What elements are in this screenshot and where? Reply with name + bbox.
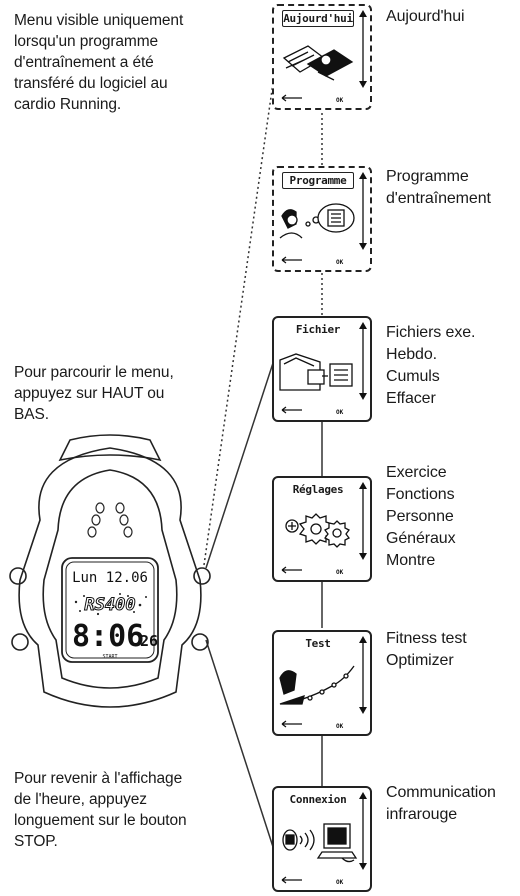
watch-illustration: Lun 12.06 RS400 8:06 26 START <box>9 434 211 708</box>
watch-seconds: 26 <box>140 632 158 650</box>
screen-footer: OK <box>281 876 344 886</box>
svg-text:OK: OK <box>336 259 344 266</box>
svg-text:OK: OK <box>336 879 344 886</box>
file-icon <box>279 353 353 391</box>
screen-title: Connexion <box>289 793 347 806</box>
menu-screen-today[interactable]: Aujourd'hui OK <box>272 4 372 110</box>
screen-title: Réglages <box>292 483 344 496</box>
menu-description-file: Fichiers exe. Hebdo. Cumuls Effacer <box>386 324 476 407</box>
up-down-arrow-icon <box>359 322 367 400</box>
infrared-connection-icon <box>282 823 358 863</box>
training-program-icon <box>279 203 355 239</box>
watch-time: 8:06 <box>72 619 144 654</box>
screen-footer: OK <box>281 566 344 576</box>
menu-description-program: Programme d'entraînement <box>386 168 491 207</box>
menu-screen-settings[interactable]: Réglages OK <box>272 476 372 582</box>
screen-title: Test <box>305 637 331 650</box>
fitness-test-icon <box>279 665 355 705</box>
watch-model: RS400 <box>84 595 135 615</box>
watch-start-label: START <box>102 654 117 660</box>
up-down-arrow-icon <box>359 636 367 714</box>
menu-description-connection: Communication infrarouge <box>386 784 496 823</box>
svg-text:OK: OK <box>336 723 344 730</box>
screen-title: Fichier <box>295 323 341 336</box>
screen-footer: OK <box>281 406 344 416</box>
svg-text:OK: OK <box>336 409 344 416</box>
menu-description-settings: Exercice Fonctions Personne Généraux Mon… <box>386 464 456 569</box>
menu-screen-test[interactable]: Test OK <box>272 630 372 736</box>
settings-gears-icon <box>285 513 350 548</box>
up-down-arrow-icon <box>359 10 367 88</box>
up-down-arrow-icon <box>359 792 367 870</box>
browse-instruction-note: Pour parcourir le menu, appuyez sur HAUT… <box>14 364 174 423</box>
svg-text:OK: OK <box>336 569 344 576</box>
screen-footer: OK <box>281 94 344 104</box>
screen-footer: OK <box>281 720 344 730</box>
menu-description-test: Fitness test Optimizer <box>386 630 467 669</box>
calendar-icon <box>282 45 354 81</box>
menu-screen-connection[interactable]: Connexion OK <box>272 786 372 892</box>
up-down-arrow-icon <box>359 172 367 250</box>
screen-footer: OK <box>281 256 344 266</box>
svg-text:OK: OK <box>336 97 344 104</box>
menu-screen-file[interactable]: Fichier OK <box>272 316 372 422</box>
up-down-arrow-icon <box>359 482 367 560</box>
screen-title: Aujourd'hui <box>282 10 354 27</box>
menu-visibility-note: Menu visible uniquement lorsqu'un progra… <box>14 12 184 113</box>
menu-description-today: Aujourd'hui <box>386 8 465 25</box>
screen-title: Programme <box>282 172 354 189</box>
menu-screen-program[interactable]: Programme OK <box>272 166 372 272</box>
watch-date: Lun 12.06 <box>72 570 148 586</box>
return-instruction-note: Pour revenir à l'affichage de l'heure, a… <box>14 770 187 850</box>
